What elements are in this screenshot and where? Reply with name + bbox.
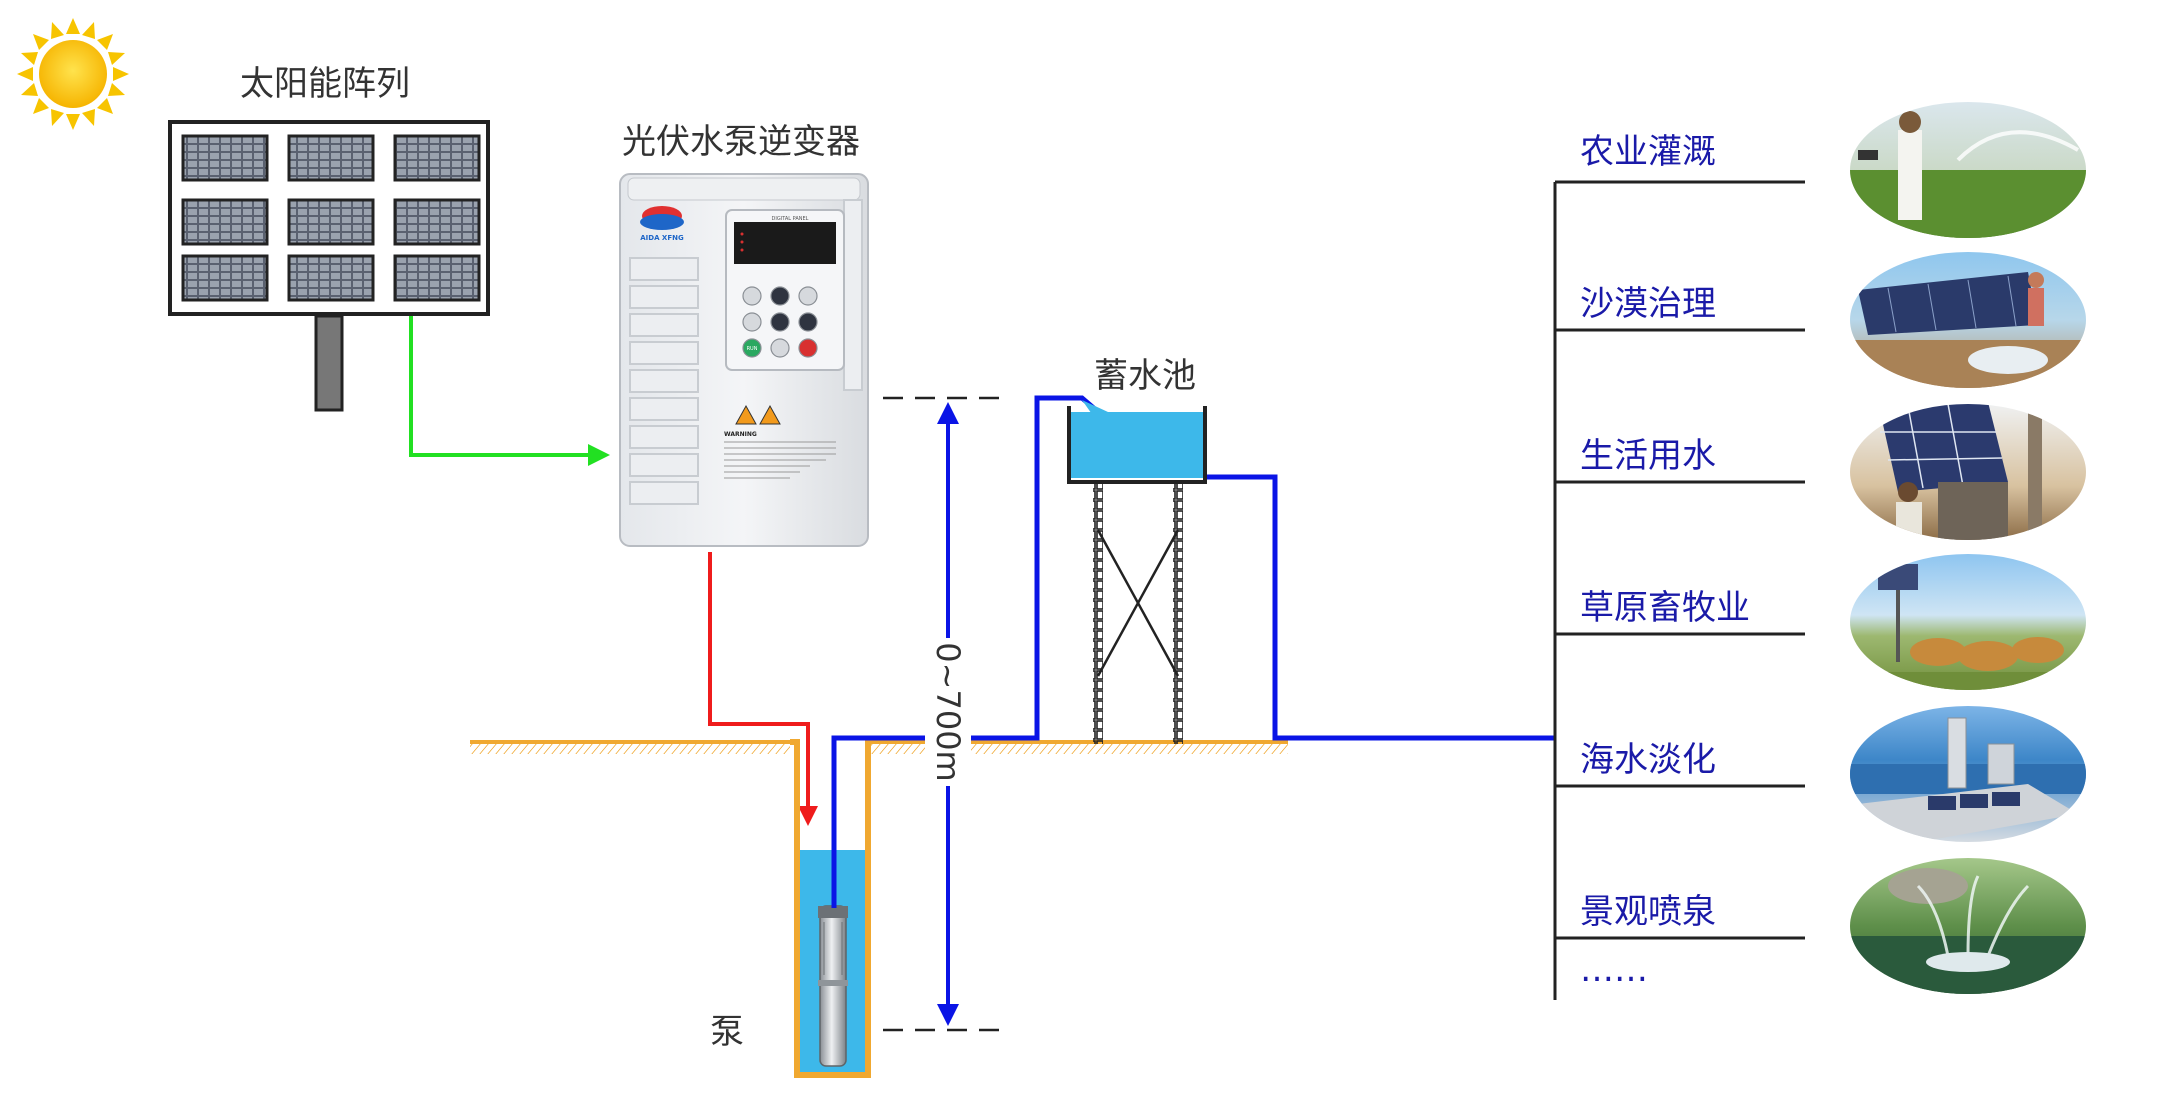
ground-line xyxy=(470,740,1288,754)
reservoir-water xyxy=(1069,412,1203,478)
application-label-fountain: 景观喷泉 xyxy=(1580,892,1716,932)
solar-array-label: 太阳能阵列 xyxy=(240,64,410,104)
application-label-desert: 沙漠治理 xyxy=(1580,284,1716,324)
reservoir-label: 蓄水池 xyxy=(1094,356,1196,396)
fountain-photo xyxy=(1850,858,2086,994)
inverter-label: 光伏水泵逆变器 xyxy=(622,122,860,162)
solar-array-panel xyxy=(168,120,490,412)
warning-label: WARNING xyxy=(724,404,836,479)
submersible-pump xyxy=(818,905,848,1067)
application-label-irrigation: 农业灌溉 xyxy=(1580,132,1716,172)
solar-to-inverter-line xyxy=(409,316,610,466)
depth-measure: 0~700m xyxy=(883,396,1008,1032)
inverter-device: AIDA XFNG DIGITAL PANEL RUN WARNING xyxy=(619,173,869,547)
application-label-desalination: 海水淡化 xyxy=(1580,740,1716,780)
brand-logo xyxy=(640,206,684,230)
application-label-grassland: 草原畜牧业 xyxy=(1580,588,1750,628)
sun-icon xyxy=(17,18,129,130)
logo-text: AIDA XFNG xyxy=(640,234,684,242)
inverter-to-pump-line xyxy=(708,552,818,826)
svg-text:WARNING: WARNING xyxy=(724,431,757,438)
grassland-cattle-photo xyxy=(1850,554,2086,690)
desert-solar-photo xyxy=(1850,252,2086,388)
depth-label: 0~700m xyxy=(929,642,967,781)
application-label-more: …… xyxy=(1580,950,1648,990)
solar-cell-grid xyxy=(181,134,481,302)
domestic-water-photo xyxy=(1850,404,2086,540)
solar-array-post xyxy=(314,314,344,412)
keypad-buttons xyxy=(742,286,818,358)
led-display xyxy=(734,222,836,264)
application-bracket xyxy=(1553,180,1805,1000)
water-pipe xyxy=(831,395,1555,908)
desalination-photo xyxy=(1850,706,2086,842)
panel-title: DIGITAL PANEL xyxy=(772,216,809,222)
pump-label: 泵 xyxy=(710,1012,744,1052)
reservoir-tower xyxy=(1067,400,1207,744)
run-key-label: RUN xyxy=(747,346,758,352)
farm-irrigation-photo xyxy=(1850,102,2086,238)
application-label-domestic: 生活用水 xyxy=(1580,436,1716,476)
